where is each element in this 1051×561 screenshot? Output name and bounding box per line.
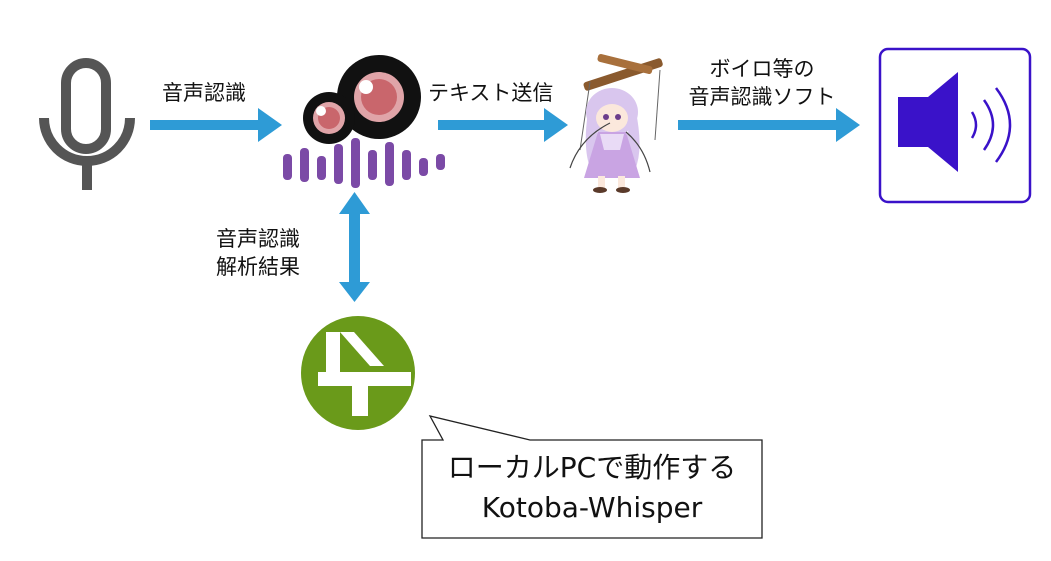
label-speech-recognition: 音声認識 xyxy=(162,81,246,105)
label-result-line1: 音声認識 xyxy=(216,227,300,251)
callout-line2: Kotoba-Whisper xyxy=(481,491,703,524)
label-result-line2: 解析結果 xyxy=(216,255,300,279)
callout-text: ローカルPCで動作する Kotoba-Whisper xyxy=(422,448,762,528)
speaker-icon xyxy=(878,47,1032,204)
microphone-icon xyxy=(39,58,135,190)
label-text-send: テキスト送信 xyxy=(428,81,554,105)
arrow-character-to-speaker xyxy=(678,108,860,142)
kotoba-logo-icon xyxy=(301,316,415,430)
arrow-app-logo-bidirectional xyxy=(339,192,370,302)
callout-bubble xyxy=(421,415,763,539)
label-voiceroid-line1: ボイロ等の xyxy=(709,57,815,81)
arrow-mic-to-app xyxy=(150,108,282,142)
arrow-app-to-character xyxy=(438,108,568,142)
callout-line1: ローカルPCで動作する xyxy=(447,451,737,484)
label-voiceroid-line2: 音声認識ソフト xyxy=(688,85,836,109)
marionette-character-icon xyxy=(569,53,663,193)
yukari-app-icon xyxy=(283,55,445,188)
sound-wave-icon xyxy=(283,138,445,188)
